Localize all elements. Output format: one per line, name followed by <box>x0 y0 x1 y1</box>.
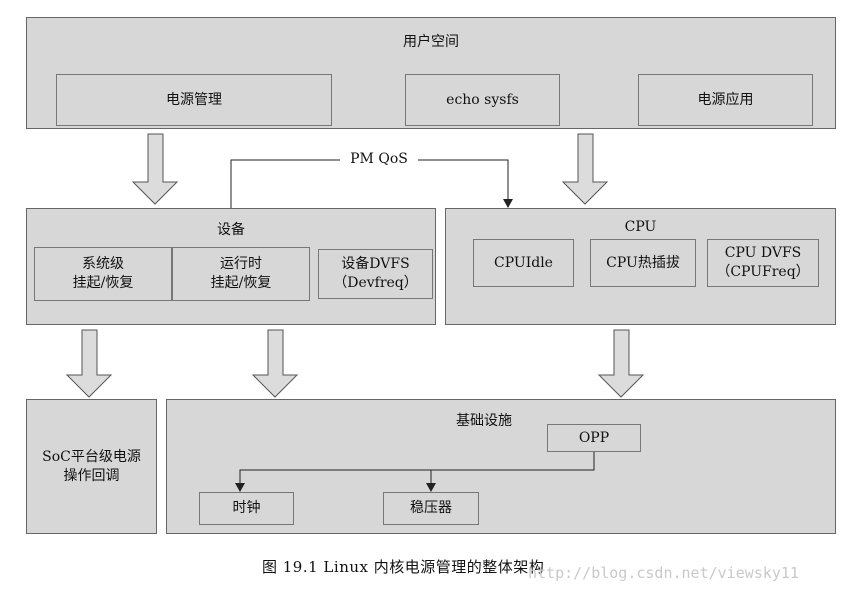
system-suspend-resume-box: 系统级 挂起/恢复 <box>34 247 172 301</box>
hollow-arrow-cpu-to-infra <box>597 329 645 398</box>
cpu-hotplug-box: CPU热插拔 <box>590 239 696 287</box>
hollow-arrow-device-to-soc <box>65 329 113 398</box>
cpuidle-box: CPUIdle <box>473 239 574 287</box>
pm-qos-line-left <box>230 159 340 208</box>
figure-caption: 图 19.1 Linux 内核电源管理的整体架构 <box>262 558 545 576</box>
power-application-box: 电源应用 <box>638 74 813 126</box>
cpu-title: CPU <box>624 219 657 235</box>
hollow-arrow-user-to-device <box>131 133 179 205</box>
hollow-arrow-device-to-infra <box>251 329 299 398</box>
infrastructure-title: 基础设施 <box>456 413 512 429</box>
pm-qos-label: PM QoS <box>340 151 418 167</box>
pm-qos-arrowhead <box>503 199 513 208</box>
device-title: 设备 <box>217 222 245 238</box>
clock-box: 时钟 <box>199 492 294 525</box>
opp-box: OPP <box>547 424 641 452</box>
hollow-arrow-user-to-cpu <box>561 133 609 205</box>
pm-qos-line-right <box>418 159 509 200</box>
runtime-suspend-resume-box: 运行时 挂起/恢复 <box>172 247 310 301</box>
echo-sysfs-box: echo sysfs <box>405 74 560 126</box>
device-dvfs-box: 设备DVFS （Devfreq） <box>318 249 433 299</box>
user-space-title: 用户空间 <box>403 34 459 50</box>
regulator-box: 稳压器 <box>383 492 479 525</box>
cpu-dvfs-box: CPU DVFS （CPUFreq） <box>707 239 819 287</box>
power-management-box: 电源管理 <box>56 74 332 126</box>
soc-platform-box: SoC平台级电源 操作回调 <box>26 399 157 534</box>
watermark: http://blog.csdn.net/viewsky11 <box>528 564 799 582</box>
